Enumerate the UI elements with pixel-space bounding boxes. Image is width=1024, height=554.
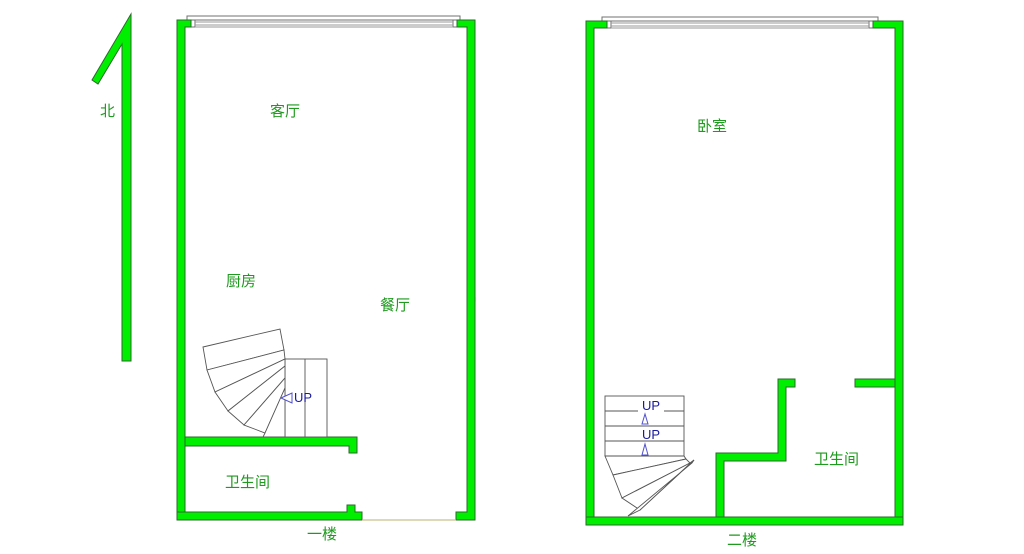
floor1-up-label: UP — [294, 390, 312, 405]
floor1-wall-bottom — [176, 504, 363, 521]
room-floor1-bathroom: 卫生间 — [225, 473, 270, 491]
floor2-wall-left — [585, 20, 608, 518]
watermark: Z 5 O Y — [466, 255, 596, 307]
floor2-up-label-1: UP — [642, 398, 660, 413]
floor2-staircase — [604, 395, 695, 517]
floor2-up-label-2: UP — [642, 427, 660, 442]
north-arrow-icon — [91, 12, 132, 362]
north-label: 北 — [100, 102, 115, 120]
floor1-title: 一楼 — [307, 525, 337, 543]
floor2-wall-right — [872, 20, 904, 526]
floor1-bathroom-wall — [184, 436, 358, 454]
floor2-window — [601, 16, 879, 29]
floor1-window — [186, 15, 461, 28]
floor2-plan: UP UP — [585, 16, 904, 526]
floor2-wall-bottom — [585, 516, 904, 526]
room-bedroom: 卧室 — [697, 117, 727, 135]
floor2-bathroom-wall — [715, 378, 796, 518]
floor1-wall-right — [455, 19, 476, 521]
floor2-bathroom-wall-right — [854, 378, 896, 388]
room-dining-room: 餐厅 — [380, 296, 410, 314]
floor1-plan: UP — [176, 15, 476, 521]
room-kitchen: 厨房 — [226, 272, 256, 290]
room-living-room: 客厅 — [270, 102, 300, 120]
floor1-staircase — [202, 328, 328, 438]
room-floor2-bathroom: 卫生间 — [814, 450, 859, 468]
floor2-title: 二楼 — [727, 531, 757, 549]
